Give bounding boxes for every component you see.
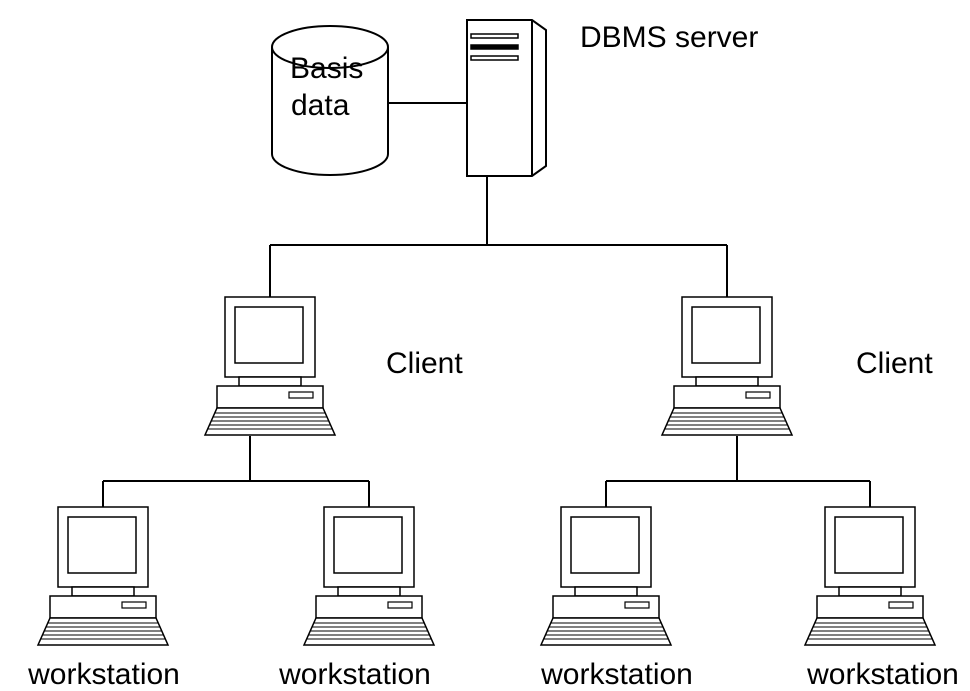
workstation-label-3: workstation [540,658,693,691]
database-cylinder-icon [271,25,389,176]
workstation-computer-icon-1 [37,506,169,646]
workstation-label-1: workstation [27,658,180,691]
server-label: DBMS server [580,21,758,54]
connection-lines [102,102,871,507]
workstation-computer-icon-4 [804,506,936,646]
client-label-right: Client [856,347,933,380]
workstation-label-2: workstation [278,658,431,691]
workstation-label-4: workstation [806,658,959,691]
workstation-computer-icon-3 [540,506,672,646]
client-label-left: Client [386,347,463,380]
database-label-line1: Basis [290,52,363,85]
client-computer-icon-right [661,296,793,436]
workstation-computer-icon-2 [303,506,435,646]
client-computer-icon-left [204,296,336,436]
server-tower-icon [466,19,547,177]
database-label-line2: data [291,89,350,122]
